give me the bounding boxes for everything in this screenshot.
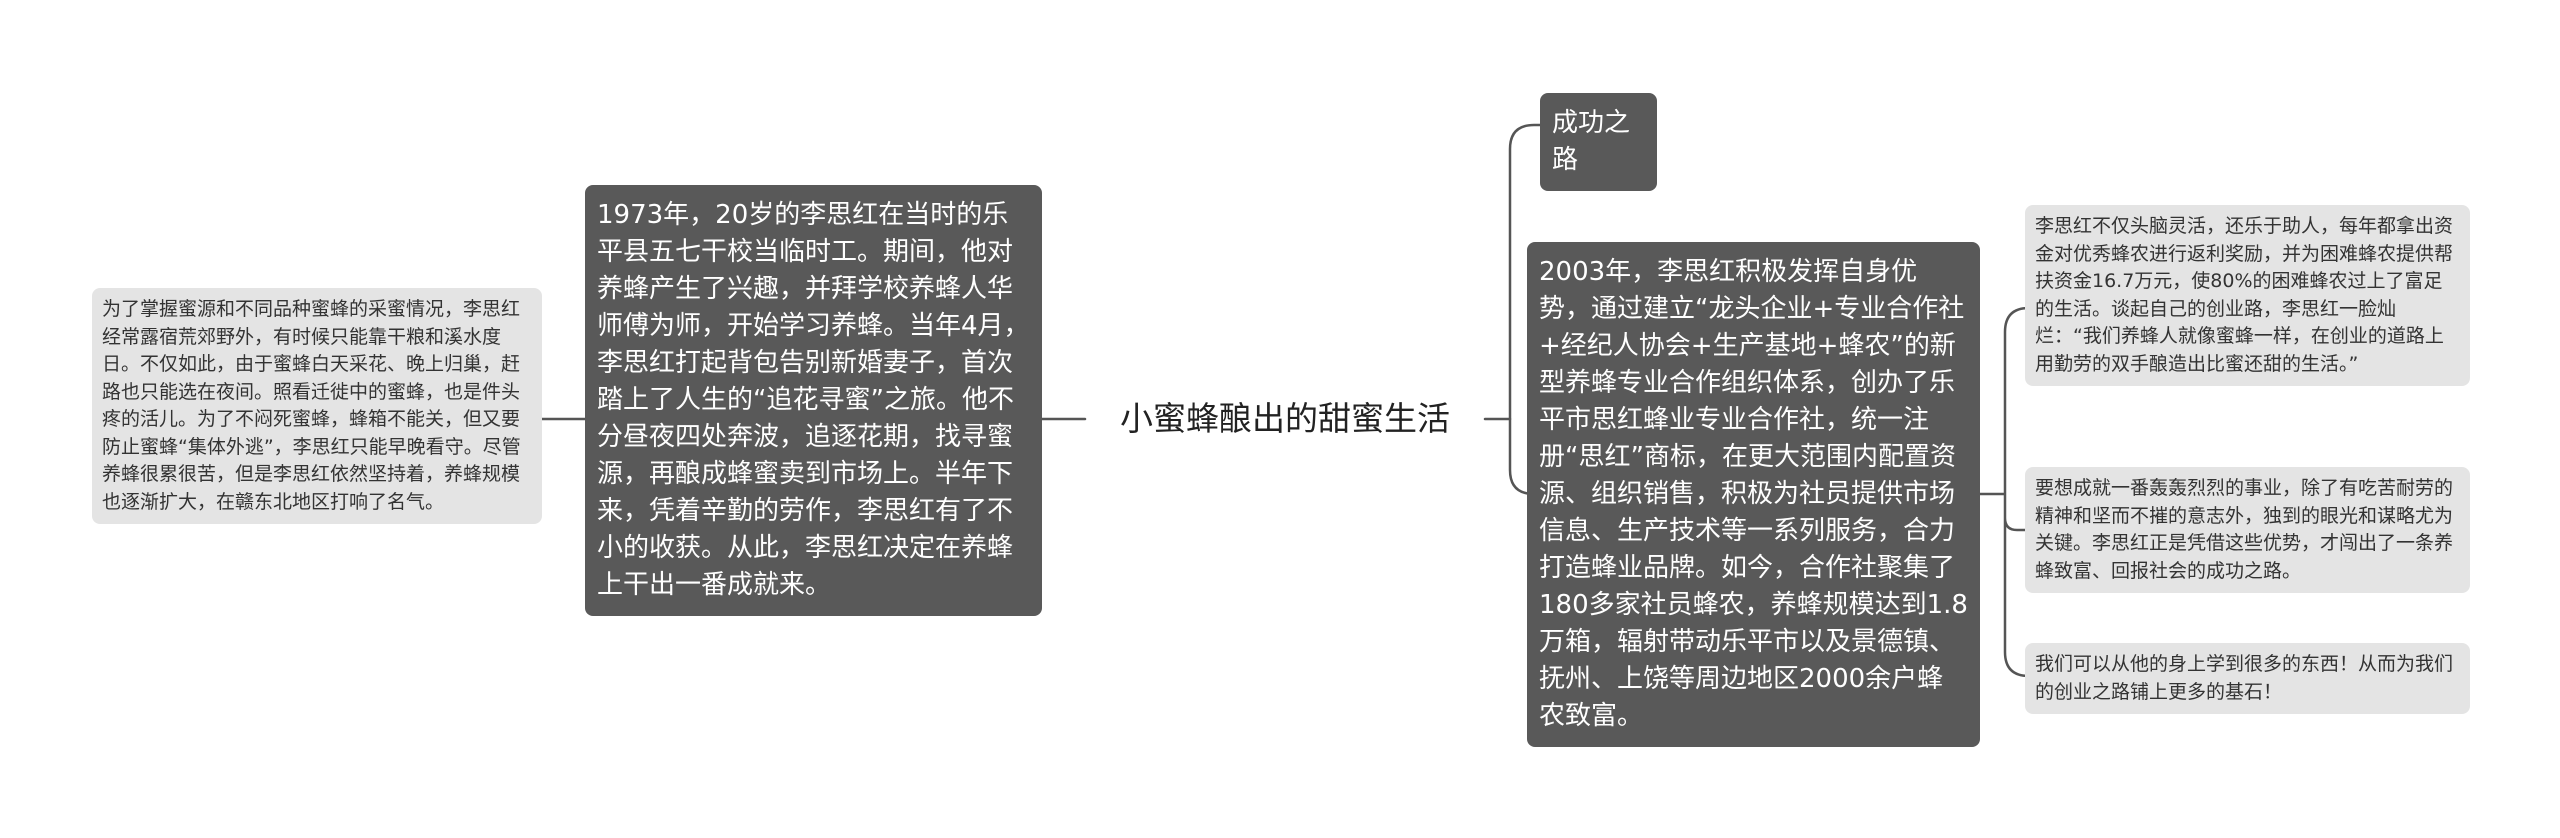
connector-right-leaves xyxy=(1978,306,2037,678)
left-leaf-node-text: 为了掌握蜜源和不同品种蜜蜂的采蜜情况，李思红经常露宿荒郊野外，有时候只能靠干粮和… xyxy=(102,298,521,513)
left-main-node[interactable]: 1973年，20岁的李思红在当时的乐平县五七干校当临时工。期间，他对养蜂产生了兴… xyxy=(585,185,1042,616)
right-branch-success-road-text: 成功之路 xyxy=(1552,108,1631,175)
right-leaf-node-3[interactable]: 我们可以从他的身上学到很多的东西！从而为我们的创业之路铺上更多的基石！ xyxy=(2025,643,2470,714)
right-leaf-node-2-text: 要想成就一番轰轰烈烈的事业，除了有吃苦耐劳的精神和坚而不摧的意志外，独到的眼光和… xyxy=(2035,477,2454,582)
left-leaf-node[interactable]: 为了掌握蜜源和不同品种蜜蜂的采蜜情况，李思红经常露宿荒郊野外，有时候只能靠干粮和… xyxy=(92,288,542,524)
root-topic[interactable]: 小蜜蜂酿出的甜蜜生活 xyxy=(1090,397,1480,441)
left-main-node-text: 1973年，20岁的李思红在当时的乐平县五七干校当临时工。期间，他对养蜂产生了兴… xyxy=(597,200,1030,600)
right-main-node-text: 2003年，李思红积极发挥自身优势，通过建立“龙头企业+专业合作社+经纪人协会+… xyxy=(1539,257,1968,731)
root-topic-text: 小蜜蜂酿出的甜蜜生活 xyxy=(1120,399,1450,438)
right-branch-success-road[interactable]: 成功之路 xyxy=(1540,93,1657,191)
right-leaf-node-3-text: 我们可以从他的身上学到很多的东西！从而为我们的创业之路铺上更多的基石！ xyxy=(2035,653,2454,703)
right-main-node[interactable]: 2003年，李思红积极发挥自身优势，通过建立“龙头企业+专业合作社+经纪人协会+… xyxy=(1527,242,1980,747)
right-leaf-node-1-text: 李思红不仅头脑灵活，还乐于助人，每年都拿出资金对优秀蜂农进行返利奖励，并为困难蜂… xyxy=(2035,215,2454,375)
right-leaf-node-2[interactable]: 要想成就一番轰轰烈烈的事业，除了有吃苦耐劳的精神和坚而不摧的意志外，独到的眼光和… xyxy=(2025,467,2470,593)
right-leaf-node-1[interactable]: 李思红不仅头脑灵活，还乐于助人，每年都拿出资金对优秀蜂农进行返利奖励，并为困难蜂… xyxy=(2025,205,2470,386)
